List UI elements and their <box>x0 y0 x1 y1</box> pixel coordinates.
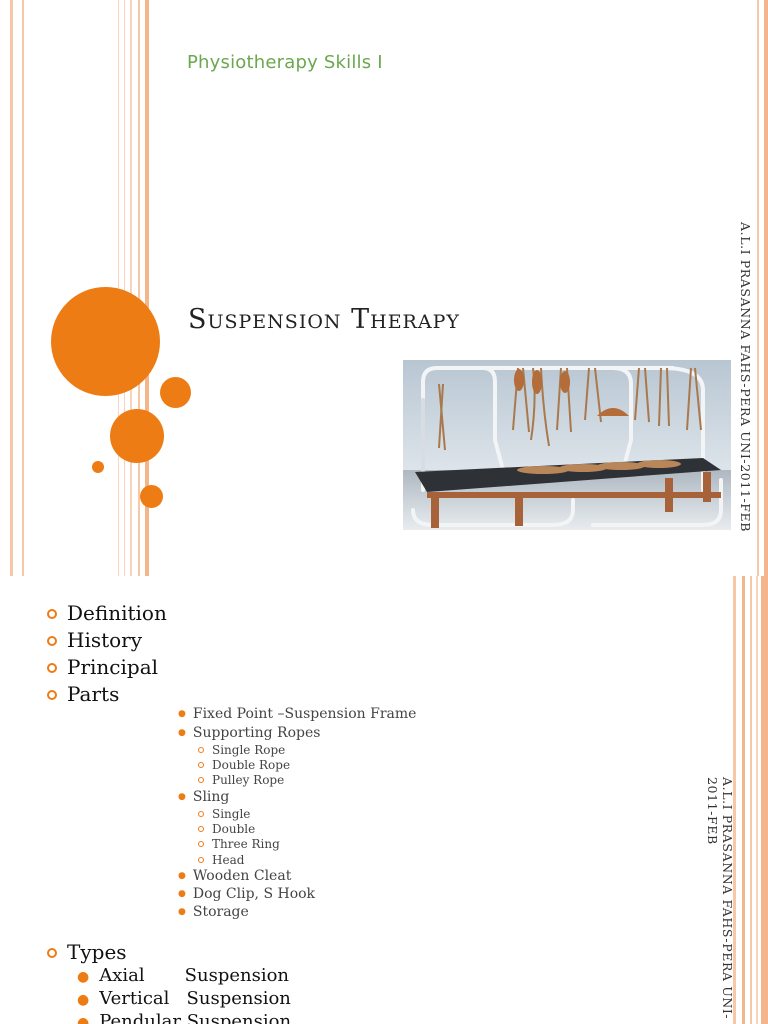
bullet-icon <box>198 747 204 753</box>
bullet-icon <box>198 841 204 847</box>
decor-circle <box>160 377 191 408</box>
item-label: Types <box>67 940 127 964</box>
decor-line <box>10 0 13 576</box>
item-label: Double Rope <box>212 758 291 772</box>
decor-circle-small <box>92 461 104 473</box>
decor-circle <box>110 409 164 463</box>
slide-subtitle: Physiotherapy Skills I <box>187 52 383 73</box>
bullet-icon <box>198 826 204 832</box>
bullet-icon: ● <box>77 1015 90 1024</box>
bullet-icon <box>198 857 204 863</box>
decor-line <box>761 576 768 1024</box>
item-label: Supporting Ropes <box>192 725 321 741</box>
title-slide: Physiotherapy Skills I Suspension Therap… <box>10 0 768 576</box>
decor-line <box>22 0 24 576</box>
decor-line <box>750 576 752 1024</box>
list-item: Pulley Rope <box>198 773 284 787</box>
bullet-icon <box>47 609 57 619</box>
bullet-icon: ● <box>178 907 186 917</box>
item-label: Wooden Cleat <box>192 868 292 884</box>
list-item: Three Ring <box>198 837 280 851</box>
item-label: Sling <box>192 789 230 805</box>
item-label: Definition <box>67 601 167 625</box>
list-item: ● Fixed Point –Suspension Frame <box>178 706 416 722</box>
item-label: Pendular Suspension <box>99 1011 292 1024</box>
list-item: ● Supporting Ropes <box>178 725 320 741</box>
decor-line <box>130 0 132 576</box>
decor-line <box>756 576 758 1024</box>
list-item: Parts <box>47 682 119 706</box>
suspension-frame-photo <box>403 360 731 530</box>
decor-line <box>764 0 768 576</box>
content-slide: Definition History Principal Parts ● Fixe… <box>0 576 768 1024</box>
decor-line <box>124 0 125 576</box>
decor-circle-large <box>51 287 160 396</box>
item-label: Dog Clip, S Hook <box>192 886 316 902</box>
item-label: Double <box>212 822 256 836</box>
slide-title: Suspension Therapy <box>188 304 460 335</box>
list-item: Single Rope <box>198 743 285 757</box>
list-item: Definition <box>47 601 167 625</box>
list-item: ● Vertical Suspension <box>77 988 291 1009</box>
item-label: Parts <box>67 682 120 706</box>
bullet-icon: ● <box>178 728 186 738</box>
bullet-icon <box>47 636 57 646</box>
list-item: Double Rope <box>198 758 290 772</box>
list-item: ● Dog Clip, S Hook <box>178 886 315 902</box>
bullet-icon <box>198 762 204 768</box>
item-label: Vertical Suspension <box>99 988 291 1009</box>
item-label: Pulley Rope <box>212 773 285 787</box>
bullet-icon: ● <box>77 992 90 1008</box>
item-label: Single <box>212 807 251 821</box>
list-item: ● Pendular Suspension <box>77 1011 291 1024</box>
decor-line <box>742 576 745 1024</box>
item-label: Principal <box>67 655 159 679</box>
item-label: Head <box>212 853 245 867</box>
bullet-icon: ● <box>178 871 186 881</box>
decor-line <box>757 0 759 576</box>
bullet-icon: ● <box>178 889 186 899</box>
author-side-text: A.L.I PRASANNA FAHS-PERA UNI-2011-FEB <box>738 222 753 533</box>
list-item: Types <box>47 940 127 964</box>
bullet-icon: ● <box>178 709 186 719</box>
author-side-text: 2011-FEB <box>705 777 720 845</box>
bullet-icon <box>47 948 57 958</box>
decor-line <box>145 0 149 576</box>
item-label: Three Ring <box>212 837 280 851</box>
list-item: History <box>47 628 142 652</box>
item-label: Fixed Point –Suspension Frame <box>192 706 417 722</box>
list-item: Single <box>198 807 250 821</box>
decor-circle <box>140 485 163 508</box>
list-item: Principal <box>47 655 158 679</box>
list-item: ● Wooden Cleat <box>178 868 291 884</box>
item-label: Single Rope <box>212 743 286 757</box>
list-item: ● Axial Suspension <box>77 965 289 986</box>
bullet-icon <box>198 777 204 783</box>
decor-line <box>733 576 736 1024</box>
list-item: ● Storage <box>178 904 249 920</box>
bullet-icon <box>47 663 57 673</box>
bullet-icon: ● <box>77 969 90 985</box>
item-label: History <box>67 628 143 652</box>
bullet-icon <box>47 690 57 700</box>
list-item: Head <box>198 853 244 867</box>
bullet-icon: ● <box>178 792 186 802</box>
item-label: Axial Suspension <box>99 965 290 986</box>
item-label: Storage <box>192 904 249 920</box>
decor-line <box>138 0 140 576</box>
list-item: Double <box>198 822 255 836</box>
list-item: ● Sling <box>178 789 229 805</box>
bullet-icon <box>198 811 204 817</box>
author-side-text: A.L.I PRASANNA FAHS-PERA UNI- <box>720 777 735 1020</box>
